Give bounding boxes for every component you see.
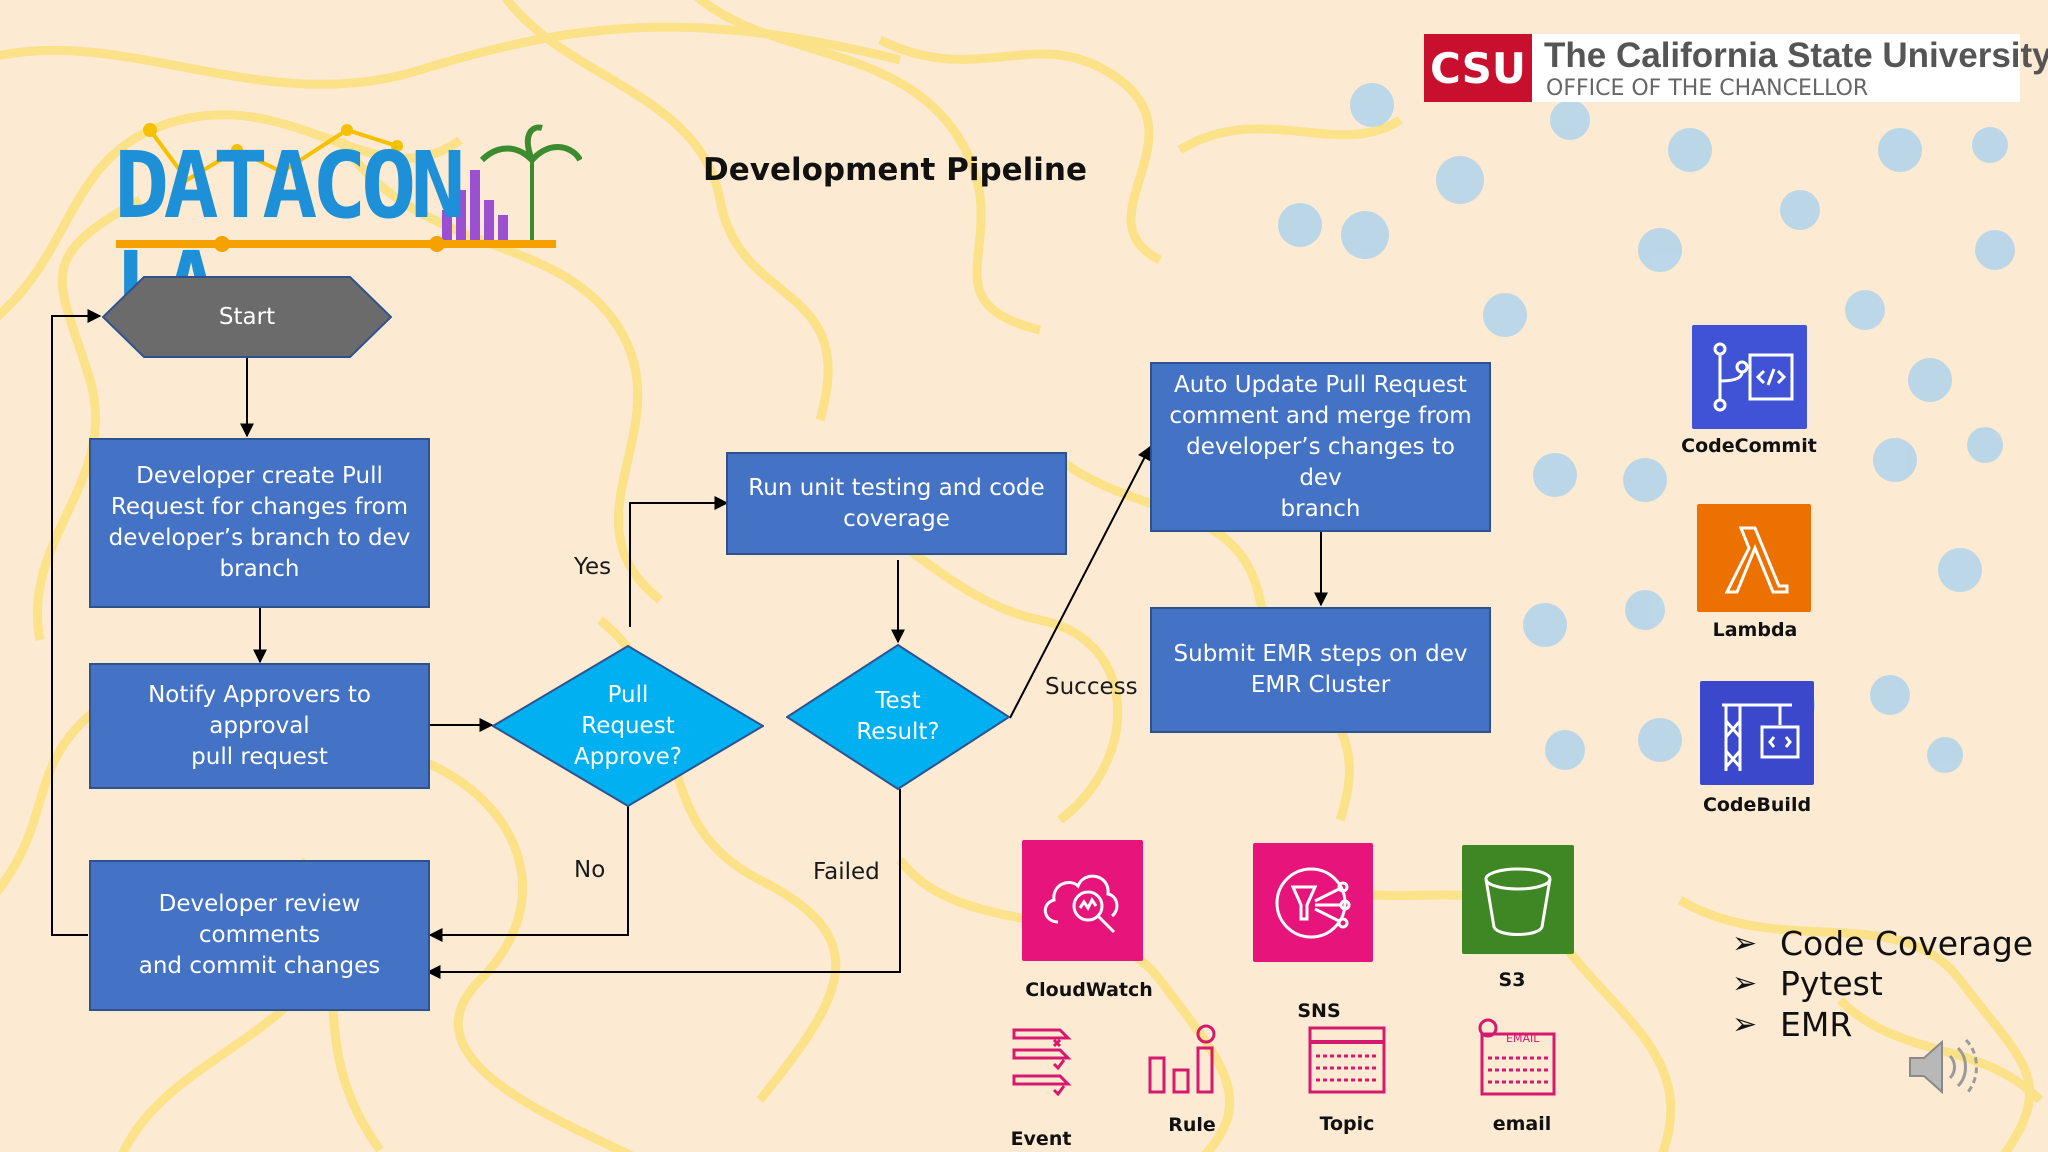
rule-icon: [1148, 1024, 1216, 1094]
pr-approve-label: Pull Request Approve?: [574, 681, 682, 770]
bullet-emr: ➢ EMR: [1732, 1005, 1852, 1044]
email-label: email: [1492, 1113, 1552, 1135]
csu-subtitle: OFFICE OF THE CHANCELLOR: [1546, 76, 1869, 101]
cloudwatch-icon: [1043, 874, 1119, 934]
rule-label: Rule: [1168, 1114, 1216, 1136]
test-result-label: Test Result?: [856, 688, 940, 745]
bullet-code-coverage: ➢ Code Coverage: [1732, 924, 2033, 963]
event-label: Event: [1010, 1128, 1072, 1150]
codebuild-tile: [1700, 681, 1814, 785]
s3-bucket-icon: [1484, 867, 1552, 936]
codebuild-label: CodeBuild: [1702, 794, 1812, 816]
csu-abbrev: CSU: [1424, 34, 1532, 102]
sns-tile: [1253, 843, 1373, 962]
cloudwatch-tile: [1022, 840, 1143, 961]
datacon-skyline-icon: [116, 123, 583, 252]
email-outline-icon: [1478, 1018, 1556, 1096]
developer-review-step[interactable]: Developer review comments and commit cha…: [89, 860, 430, 1011]
arrowhead-bullet-icon: ➢: [1732, 1007, 1758, 1042]
bullet-text: Code Coverage: [1780, 924, 2034, 963]
bullet-pytest: ➢ Pytest: [1732, 964, 1883, 1003]
email-tag-text: EMAIL: [1506, 1032, 1540, 1045]
arrowhead-bullet-icon: ➢: [1732, 966, 1758, 1001]
bullet-text: EMR: [1780, 1005, 1853, 1044]
failed-label: Failed: [813, 859, 880, 885]
bullet-text: Pytest: [1780, 964, 1883, 1003]
submit-emr-step[interactable]: Submit EMR steps on dev EMR Cluster: [1150, 607, 1491, 733]
lambda-label: Lambda: [1712, 619, 1798, 641]
topic-label: Topic: [1319, 1113, 1375, 1135]
arrow-success: [1009, 445, 1151, 719]
s3-label: S3: [1498, 969, 1526, 991]
sns-icon: [1275, 867, 1351, 939]
datacon-logo: DATACON LA: [112, 110, 583, 336]
codecommit-label: CodeCommit: [1681, 435, 1817, 457]
cloudwatch-label: CloudWatch: [1025, 979, 1153, 1001]
arrow-approve-yes: [629, 496, 729, 627]
codecommit-tile: [1692, 325, 1807, 429]
codecommit-icon: [1713, 342, 1794, 412]
no-label: No: [574, 857, 606, 883]
yes-label: Yes: [574, 554, 612, 580]
codebuild-icon: [1722, 703, 1800, 771]
s3-tile: [1462, 845, 1574, 954]
arrow-test-failed: [426, 789, 901, 979]
email-icon: EMAIL: [1478, 1018, 1558, 1098]
slide-title: Development Pipeline: [703, 152, 1088, 188]
arrow-approve-no: [428, 806, 629, 942]
sns-label: SNS: [1297, 1000, 1341, 1022]
csu-name: The California State University: [1544, 36, 2048, 75]
arrow-review-loop: [51, 309, 102, 936]
event-icon: [1012, 1028, 1072, 1097]
pr-approve-decision[interactable]: [492, 645, 764, 807]
success-label: Success: [1045, 674, 1138, 700]
speaker-icon[interactable]: [1906, 1036, 1978, 1098]
unit-testing-step[interactable]: Run unit testing and code coverage: [726, 452, 1067, 555]
create-pull-request-step[interactable]: Developer create Pull Request for change…: [89, 438, 430, 608]
start-label: Start: [218, 303, 276, 330]
csu-banner: CSU The California State University OFFI…: [1424, 34, 2048, 102]
lambda-tile: [1697, 504, 1811, 612]
topic-icon: [1308, 1026, 1386, 1094]
logo-text: DATACON LA: [114, 132, 466, 336]
start-node[interactable]: [102, 276, 392, 358]
notify-approvers-step[interactable]: Notify Approvers to approval pull reques…: [89, 663, 430, 789]
test-result-decision[interactable]: [786, 644, 1010, 790]
lambda-icon: [1724, 526, 1789, 594]
auto-update-pr-step[interactable]: Auto Update Pull Request comment and mer…: [1150, 362, 1491, 532]
arrowhead-bullet-icon: ➢: [1732, 926, 1758, 961]
